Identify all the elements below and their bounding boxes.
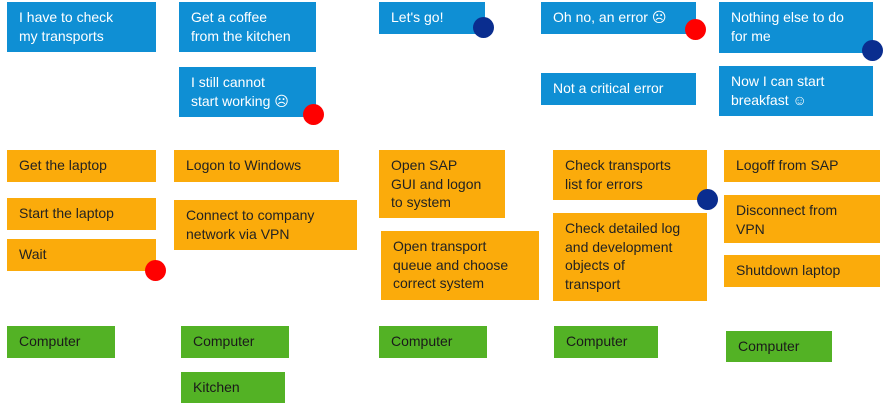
problem-dot (685, 19, 706, 40)
goal-note: Now I can start breakfast ☺ (719, 66, 873, 116)
step-note: Check transports list for errors (553, 150, 707, 200)
goal-note: Let's go! (379, 2, 485, 34)
goal-note: Nothing else to do for me (719, 2, 873, 53)
step-note: Connect to company network via VPN (174, 200, 357, 250)
place-note: Computer (379, 326, 487, 358)
place-note: Computer (181, 326, 289, 358)
goal-note: Oh no, an error ☹ (541, 2, 696, 34)
step-note: Disconnect from VPN (724, 195, 880, 243)
goal-note: Not a critical error (541, 73, 696, 105)
step-note: Shutdown laptop (724, 255, 880, 287)
goal-note: I still cannot start working ☹ (179, 67, 316, 117)
positive-dot (473, 17, 494, 38)
goal-note: I have to check my transports (7, 2, 156, 52)
place-note: Computer (554, 326, 658, 358)
problem-dot (303, 104, 324, 125)
goal-note: Get a coffee from the kitchen (179, 2, 316, 52)
step-note: Logon to Windows (174, 150, 339, 182)
step-note: Wait (7, 239, 156, 271)
step-note: Logoff from SAP (724, 150, 880, 182)
step-note: Check detailed log and development objec… (553, 213, 707, 301)
step-note: Open SAP GUI and logon to system (379, 150, 505, 218)
step-note: Start the laptop (7, 198, 156, 230)
step-note: Open transport queue and choose correct … (381, 231, 539, 300)
place-note: Kitchen (181, 372, 285, 403)
place-note: Computer (7, 326, 115, 358)
positive-dot (862, 40, 883, 61)
step-note: Get the laptop (7, 150, 156, 182)
problem-dot (145, 260, 166, 281)
place-note: Computer (726, 331, 832, 362)
positive-dot (697, 189, 718, 210)
